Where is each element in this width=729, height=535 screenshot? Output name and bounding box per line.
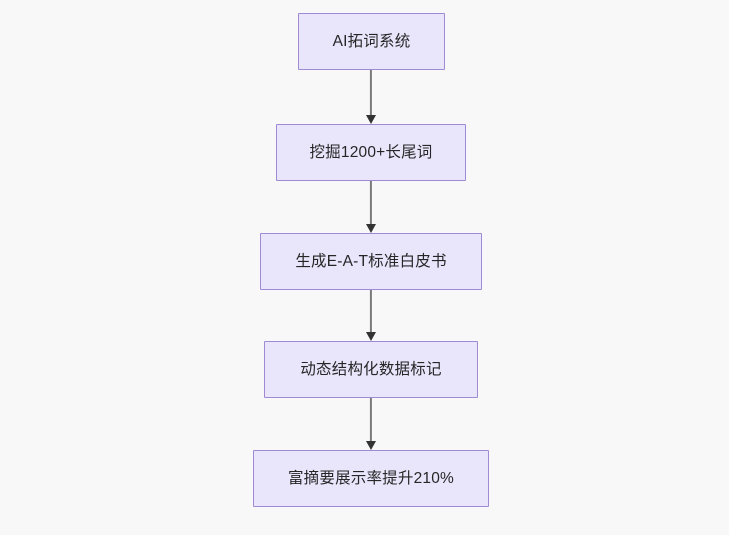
flow-node-label: 富摘要展示率提升210%: [287, 469, 455, 487]
flow-node-label: 挖掘1200+长尾词: [309, 143, 433, 161]
flow-node-label: 生成E-A-T标准白皮书: [295, 252, 447, 270]
flow-node-label: AI拓词系统: [332, 32, 411, 50]
flow-node-mine-longtail-keywords[interactable]: 挖掘1200+长尾词: [276, 124, 466, 181]
edge-line: [369, 290, 373, 333]
edge-line: [369, 70, 373, 116]
flow-node-rich-snippet-impression-uplift[interactable]: 富摘要展示率提升210%: [253, 450, 489, 507]
flow-node-dynamic-structured-data-markup[interactable]: 动态结构化数据标记: [264, 341, 478, 398]
arrowhead-icon: [366, 115, 376, 124]
flow-node-ai-keyword-system[interactable]: AI拓词系统: [298, 13, 445, 70]
arrowhead-icon: [366, 441, 376, 450]
edge-line: [369, 398, 373, 442]
edge-line: [369, 181, 373, 225]
arrowhead-icon: [366, 224, 376, 233]
flow-node-generate-eat-whitepaper[interactable]: 生成E-A-T标准白皮书: [260, 233, 482, 290]
flow-node-label: 动态结构化数据标记: [300, 360, 442, 378]
arrowhead-icon: [366, 332, 376, 341]
